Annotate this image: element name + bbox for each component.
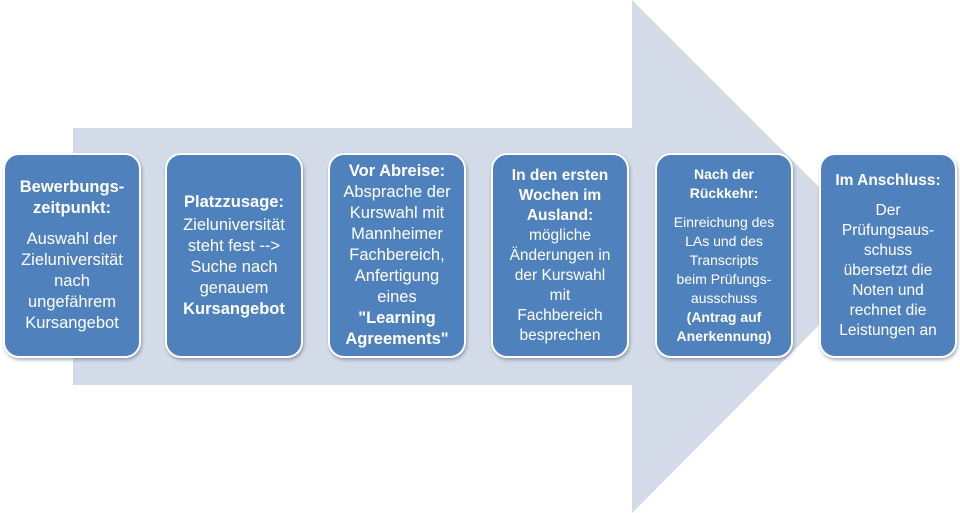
step-line: Zieluniversität: [183, 215, 285, 234]
step-line: beim Prüfungs-: [676, 271, 772, 287]
step-line: Anfertigung: [354, 267, 440, 285]
step-line: besprechen: [519, 326, 601, 344]
step-highlight: Kursangebot: [183, 299, 285, 318]
step-line: ungefährem: [27, 293, 117, 311]
step-line: Fachbereich,: [349, 246, 445, 264]
step-admission: Platzzusage: Zieluniversität steht fest …: [165, 153, 303, 358]
step-line: Noten und: [852, 281, 924, 299]
step-line: Der: [875, 201, 901, 219]
step-line: steht fest -->: [187, 236, 281, 255]
step-line: LAs und des: [685, 233, 763, 249]
step-title: Im Anschluss:: [835, 171, 941, 189]
step-title: Platzzusage:: [184, 192, 284, 211]
step-after-return: Nach der Rückkehr: Einreichung des LAs u…: [655, 153, 793, 358]
step-line: Transcripts: [689, 252, 759, 268]
step-line: Suche nach: [190, 257, 278, 276]
step-line: Prüfungsaus-: [841, 221, 935, 239]
step-line: nach: [54, 272, 90, 290]
step-line: übersetzt die: [843, 261, 933, 279]
step-line: der Kurswahl: [514, 266, 606, 284]
step-line: genauem: [199, 278, 269, 297]
step-highlight: (Antrag auf Anerkennung): [676, 309, 772, 344]
arrow-shape: [73, 0, 888, 513]
step-highlight: "Learning Agreements": [345, 309, 449, 348]
step-line: mögliche: [528, 226, 592, 244]
step-line: Mannheimer: [351, 225, 443, 243]
step-first-weeks: In den ersten Wochen im Ausland: möglich…: [491, 153, 629, 358]
step-line: Fachbereich: [517, 306, 603, 324]
step-line: Zieluniversität: [21, 251, 123, 269]
step-line: Absprache der: [343, 183, 451, 201]
step-before-departure: Vor Abreise: Absprache der Kurswahl mit …: [328, 153, 466, 358]
step-title: Bewerbungs-zeitpunkt:: [19, 178, 125, 217]
step-line: mit: [549, 286, 571, 304]
step-line: ausschuss: [690, 290, 758, 306]
step-title: In den ersten Wochen im Ausland:: [511, 166, 609, 224]
step-line: Kursangebot: [25, 314, 119, 332]
step-line: Auswahl der: [26, 230, 118, 248]
step-line: Kurswahl mit: [349, 204, 445, 222]
step-line: Einreichung des: [673, 214, 775, 230]
step-line: Leistungen an: [839, 321, 937, 339]
step-application: Bewerbungs-zeitpunkt: Auswahl der Zielun…: [3, 153, 141, 358]
step-line: rechnet die: [849, 301, 927, 319]
step-title: Vor Abreise:: [348, 162, 446, 180]
step-afterwards: Im Anschluss: Der Prüfungsaus- schuss üb…: [819, 153, 957, 358]
step-line: Änderungen in: [509, 246, 611, 264]
step-title: Nach der Rückkehr:: [689, 166, 759, 201]
step-line: eines: [377, 288, 417, 306]
step-line: schuss: [863, 241, 913, 259]
